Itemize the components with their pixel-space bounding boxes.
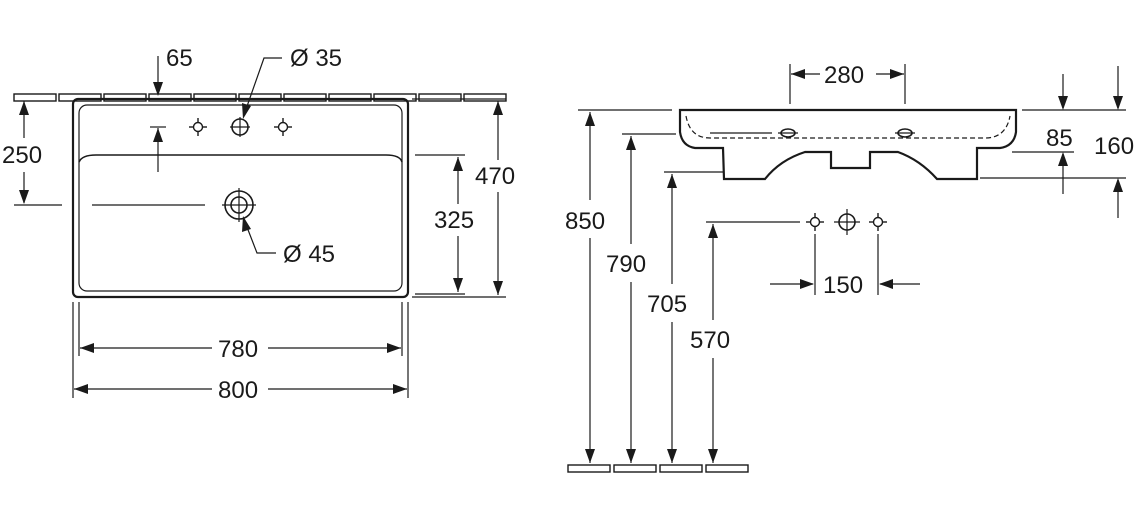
connection-center-icon (834, 209, 860, 235)
dim-tap-spacing: 150 (770, 234, 920, 299)
tap-hole-left-icon (188, 117, 208, 137)
dim-height-705: 705 (647, 171, 724, 463)
dim-height-850-label: 850 (565, 208, 605, 235)
floor-side-view (567, 464, 749, 473)
connection-left-icon (805, 212, 825, 232)
dim-waste-hole-diameter: Ø 45 (242, 216, 335, 268)
dim-depth-to-tap-label: 250 (2, 142, 42, 169)
dim-bowl-depth: 325 (415, 154, 474, 295)
dim-tap-spacing-label: 150 (823, 272, 863, 299)
dim-total-width-label: 800 (218, 377, 258, 404)
dim-height-570: 570 (690, 221, 800, 463)
dim-total-depth-label: 470 (475, 163, 515, 190)
basin-outline-side (678, 108, 1018, 181)
dim-bowl-width-label: 780 (218, 336, 258, 363)
dim-widths: 780 800 (72, 302, 409, 404)
waste-hole-icon (92, 188, 256, 222)
dim-height-790-label: 790 (606, 251, 646, 278)
side-tap-hole-right-icon (895, 128, 915, 138)
dim-waste-hole-label: Ø 45 (283, 241, 335, 268)
tap-hole-center-icon (230, 117, 250, 137)
dim-height-850: 850 (565, 109, 672, 463)
dim-height-570-label: 570 (690, 327, 730, 354)
wall-top-view (13, 93, 507, 102)
dim-tap-offset-label: 65 (166, 45, 193, 72)
dim-height-790: 790 (606, 133, 676, 463)
dim-rim-height-label: 85 (1046, 125, 1073, 152)
top-view: 65 Ø 35 Ø 45 250 (2, 45, 515, 404)
dim-total-height-label: 160 (1094, 133, 1134, 160)
connection-right-icon (868, 212, 888, 232)
dim-tap-spacing-top-label: 280 (824, 62, 864, 89)
side-view: 280 85 160 850 (565, 62, 1134, 473)
dim-total-depth: 470 (412, 98, 515, 298)
dim-bowl-depth-label: 325 (434, 207, 474, 234)
dim-tap-hole-label: Ø 35 (290, 45, 342, 72)
tap-hole-right-icon (273, 117, 293, 137)
dim-depth-to-tap: 250 (2, 101, 62, 206)
dim-height-705-label: 705 (647, 291, 687, 318)
dim-rim-heights: 85 160 (980, 66, 1134, 218)
side-tap-hole-left-icon (778, 128, 798, 138)
dim-tap-offset: 65 (150, 45, 193, 172)
basin-outline-top (71, 97, 410, 299)
dim-tap-spacing-top: 280 (789, 62, 906, 104)
dim-tap-hole-diameter: Ø 35 (242, 45, 342, 119)
